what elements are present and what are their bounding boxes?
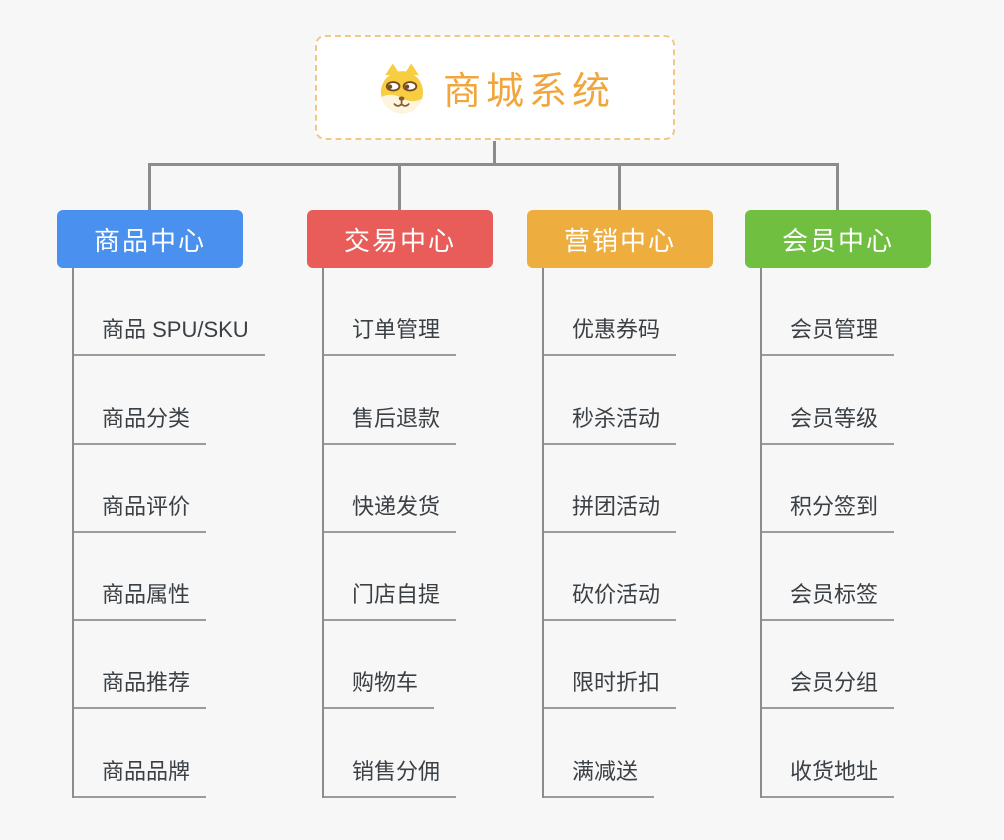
branch-items: 会员管理会员等级积分签到会员标签会员分组收货地址 bbox=[760, 268, 995, 798]
root-node[interactable]: 商城系统 bbox=[315, 35, 675, 140]
connector-drop-trade bbox=[398, 163, 401, 211]
leaf-item[interactable]: 满减送 bbox=[542, 709, 655, 798]
connector-bus bbox=[149, 163, 839, 166]
doge-icon bbox=[380, 63, 424, 113]
leaf-item[interactable]: 售后退款 bbox=[322, 356, 457, 445]
leaf-item[interactable]: 订单管理 bbox=[322, 268, 457, 357]
branch-spine bbox=[72, 268, 74, 798]
connector-drop-marketing bbox=[618, 163, 621, 211]
leaf-item[interactable]: 秒杀活动 bbox=[542, 356, 677, 445]
leaf-item[interactable]: 商品属性 bbox=[72, 533, 207, 622]
leaf-item[interactable]: 拼团活动 bbox=[542, 445, 677, 533]
leaf-item[interactable]: 优惠券码 bbox=[542, 268, 677, 357]
branch-items: 订单管理售后退款快递发货门店自提购物车销售分佣 bbox=[322, 268, 557, 798]
connector-drop-member bbox=[836, 163, 839, 211]
branch-member-center: 会员中心 会员管理会员等级积分签到会员标签会员分组收货地址 bbox=[745, 210, 995, 798]
branch-trade-center: 交易中心 订单管理售后退款快递发货门店自提购物车销售分佣 bbox=[307, 210, 557, 798]
leaf-item[interactable]: 商品评价 bbox=[72, 445, 207, 533]
leaf-item[interactable]: 限时折扣 bbox=[542, 621, 677, 710]
branch-items: 优惠券码秒杀活动拼团活动砍价活动限时折扣满减送 bbox=[542, 268, 777, 798]
leaf-item[interactable]: 商品品牌 bbox=[72, 709, 207, 798]
leaf-item[interactable]: 商品 SPU/SKU bbox=[72, 268, 265, 357]
branch-marketing-center: 营销中心 优惠券码秒杀活动拼团活动砍价活动限时折扣满减送 bbox=[527, 210, 777, 798]
branch-header-trade[interactable]: 交易中心 bbox=[307, 210, 493, 268]
leaf-item[interactable]: 会员等级 bbox=[760, 356, 895, 445]
leaf-item[interactable]: 购物车 bbox=[322, 621, 435, 710]
leaf-item[interactable]: 砍价活动 bbox=[542, 533, 677, 622]
leaf-item[interactable]: 会员分组 bbox=[760, 621, 895, 710]
root-title: 商城系统 bbox=[442, 71, 615, 113]
connector-drop-product bbox=[148, 163, 151, 211]
branch-header-marketing[interactable]: 营销中心 bbox=[527, 210, 713, 268]
leaf-item[interactable]: 商品推荐 bbox=[72, 621, 207, 710]
connector-root-stub bbox=[493, 141, 496, 164]
branch-header-member[interactable]: 会员中心 bbox=[745, 210, 931, 268]
leaf-item[interactable]: 收货地址 bbox=[760, 709, 895, 798]
branch-spine bbox=[542, 268, 544, 798]
branch-header-product[interactable]: 商品中心 bbox=[57, 210, 243, 268]
leaf-item[interactable]: 销售分佣 bbox=[322, 709, 457, 798]
branch-spine bbox=[322, 268, 324, 798]
leaf-item[interactable]: 快递发货 bbox=[322, 445, 457, 533]
leaf-item[interactable]: 会员标签 bbox=[760, 533, 895, 622]
leaf-item[interactable]: 会员管理 bbox=[760, 268, 895, 357]
leaf-item[interactable]: 商品分类 bbox=[72, 356, 207, 445]
leaf-item[interactable]: 积分签到 bbox=[760, 445, 895, 533]
branch-spine bbox=[760, 268, 762, 798]
leaf-item[interactable]: 门店自提 bbox=[322, 533, 457, 622]
